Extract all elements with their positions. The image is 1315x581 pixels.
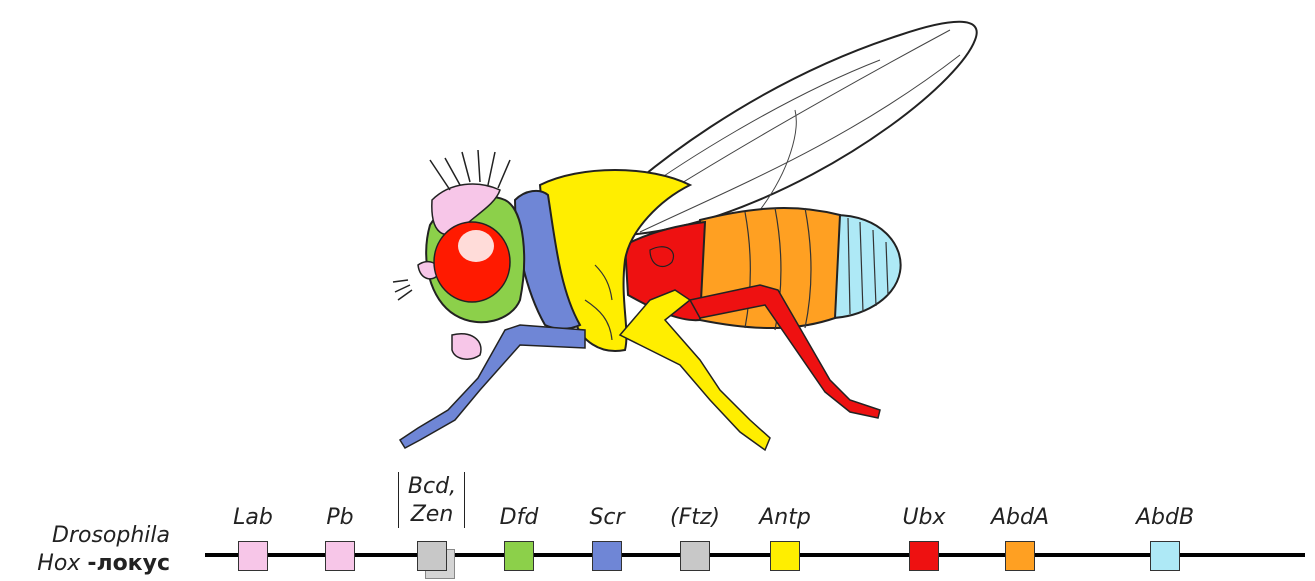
gene-box-lab [238,541,268,571]
gene-box-bcd [417,541,447,571]
fly-abdomen-tip [830,215,901,318]
hox-locus-line [205,553,1305,557]
gene-box-ubx [909,541,939,571]
gene-box-antp [770,541,800,571]
locus-title-gene-family: Hox [37,551,80,576]
locus-title-name: Hox -локус [10,551,170,576]
gene-box-abda [1005,541,1035,571]
gene-label-line1: Bcd, [408,473,456,501]
fly-eye-highlight [458,230,494,262]
gene-box-pb [325,541,355,571]
gene-label: Dfd [500,505,539,530]
gene-label: Antp [759,505,811,530]
fly-mouth-pink [452,334,481,359]
fly-front-leg [400,325,585,448]
locus-title-species: Drosophila [10,523,170,548]
gene-label: AbdA [991,505,1049,530]
gene-box-scr [592,541,622,571]
gene-label: Ubx [902,505,945,530]
gene-box-dfd [504,541,534,571]
fly-antenna-bristles [393,280,412,300]
locus-title-suffix: -локус [87,551,170,576]
gene-label: Lab [233,505,273,530]
gene-label: Pb [326,505,353,530]
gene-label: Scr [589,505,624,530]
gene-label-line2: Zen [408,501,456,529]
bracket-right [464,472,468,528]
gene-box-abdb [1150,541,1180,571]
gene-box-ftz [680,541,710,571]
gene-label: (Ftz) [670,505,720,530]
bracket-left [398,472,402,528]
gene-label: AbdB [1136,505,1194,530]
gene-label: Bcd,Zen [408,473,456,529]
